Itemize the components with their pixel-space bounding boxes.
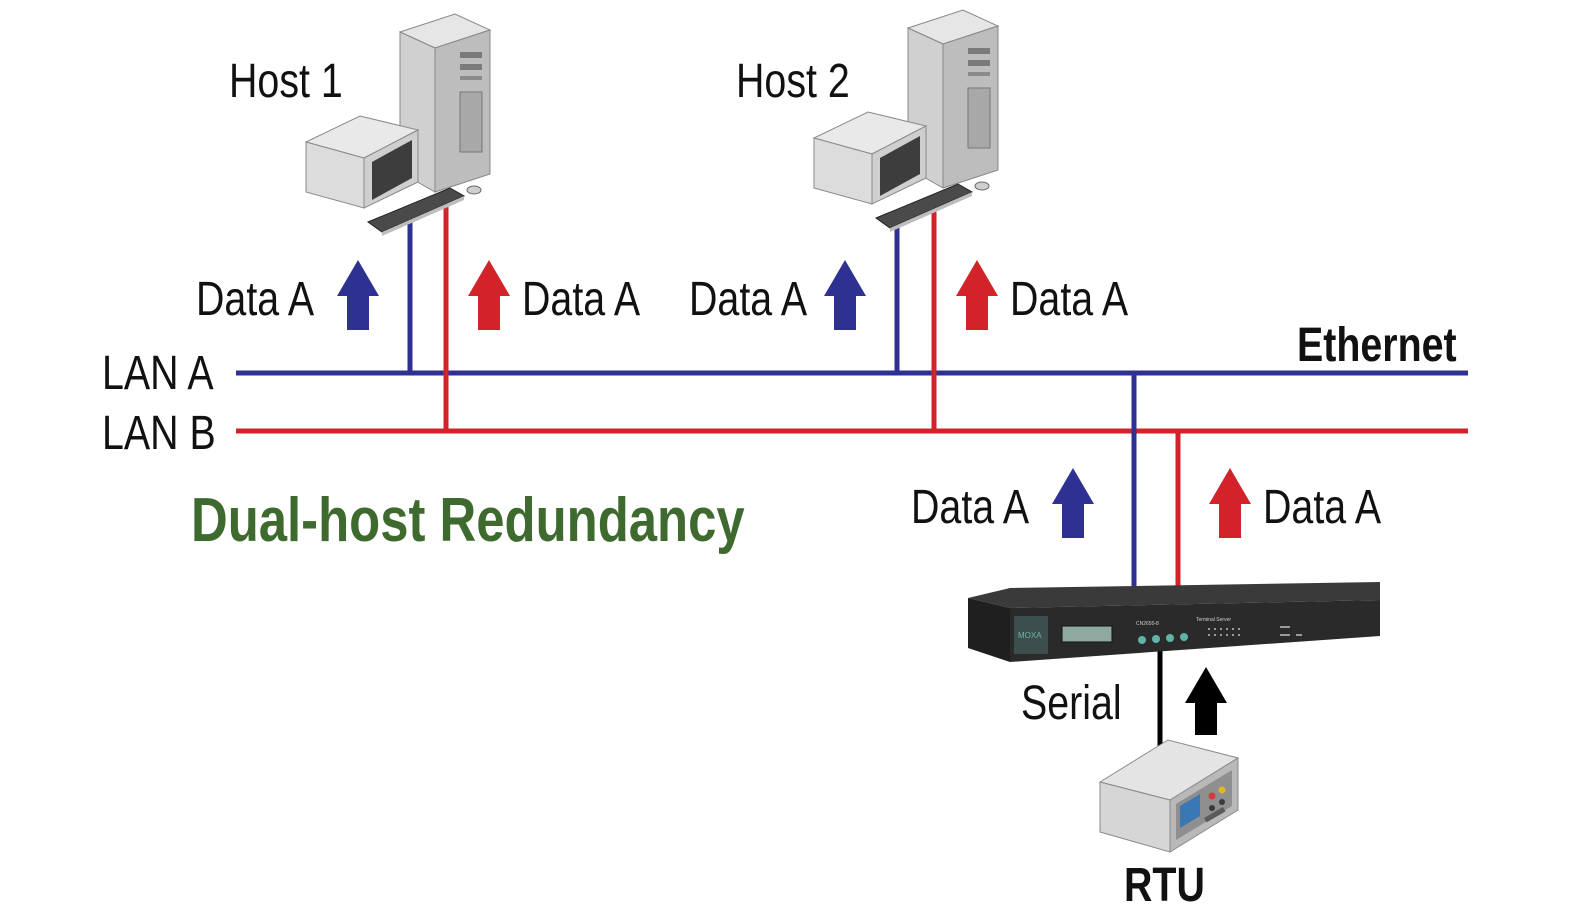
server-lan-b-data-label: Data A [1263,481,1382,534]
diagram-title: Dual-host Redundancy [191,486,745,555]
host2-label: Host 2 [736,55,850,108]
host1-red-arrow-icon [468,260,510,330]
host1-label: Host 1 [229,55,343,108]
ethernet-label: Ethernet [1297,319,1457,372]
host2-lan-a-data-label: Data A [689,273,808,326]
host1-lan-b-data-label: Data A [522,273,641,326]
device-brand: MOXA [1018,631,1042,640]
host2-lan-b-data-label: Data A [1010,273,1129,326]
host1-lan-a-data-label: Data A [196,273,315,326]
serial-black-arrow-icon [1185,667,1227,735]
server-lan-a-data-label: Data A [911,481,1030,534]
server-blue-arrow-icon [1052,468,1094,538]
serial-label: Serial [1021,677,1122,730]
rtu-device-icon [1098,739,1240,853]
host1-computer-icon [304,13,492,236]
lan-b-label: LAN B [102,407,216,460]
lan-a-label: LAN A [102,347,214,400]
host2-computer-icon [812,9,1000,232]
device-server-icon: MOXA CN2650-8 Terminal Server [968,582,1380,662]
host1-blue-arrow-icon [337,260,379,330]
device-model: CN2650-8 [1136,621,1159,627]
server-red-arrow-icon [1209,468,1251,538]
host2-blue-arrow-icon [824,260,866,330]
host2-red-arrow-icon [956,260,998,330]
device-panel-title: Terminal Server [1196,617,1231,623]
rtu-label: RTU [1124,859,1205,912]
